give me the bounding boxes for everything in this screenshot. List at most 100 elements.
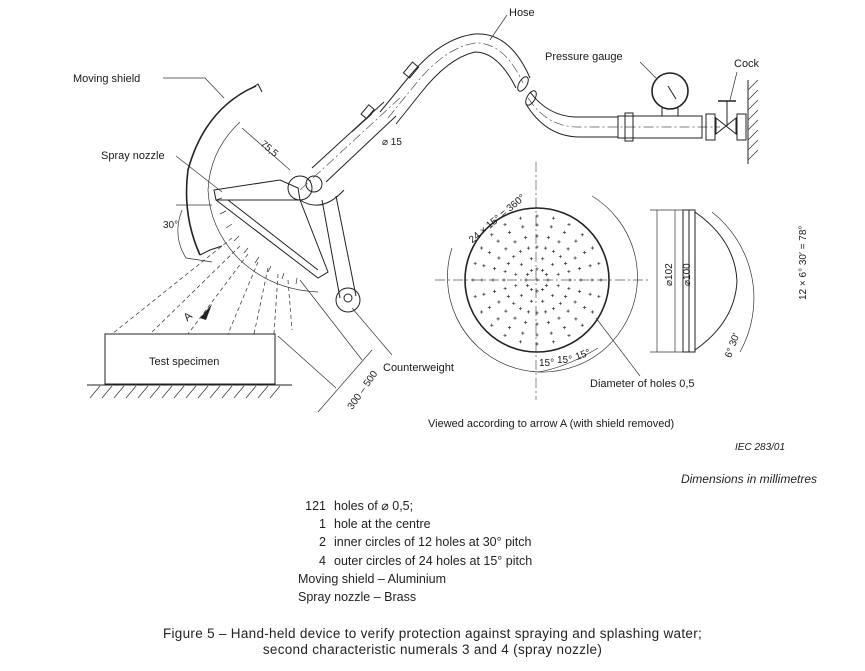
hole-mark (503, 333, 507, 338)
hole-mark (503, 222, 507, 227)
hole-mark (583, 305, 587, 310)
radius-label: 75,5 (258, 139, 280, 160)
hole-mark (562, 326, 567, 330)
hole-mark (519, 293, 524, 298)
hole-mark (573, 256, 577, 260)
hole-mark (541, 257, 545, 261)
hole-mark (503, 286, 507, 291)
hole-mark (543, 246, 548, 250)
hole-mark (529, 268, 534, 273)
arrow-a-label: A (181, 310, 195, 324)
hole-mark (514, 284, 518, 288)
cock-valve-icon (718, 100, 736, 126)
hole-mark (566, 247, 570, 251)
inner-diameter-label: ⌀100 (682, 263, 693, 286)
hole-mark (487, 305, 491, 310)
hose-diameter-label: ⌀ 15 (382, 137, 402, 148)
handle-tube (299, 95, 403, 191)
hole-mark (588, 264, 592, 268)
hole-mark (574, 317, 578, 321)
hole-mark (558, 255, 562, 259)
hole-mark (503, 269, 507, 274)
pressure-gauge-icon (651, 72, 689, 116)
hole-mark (535, 333, 539, 337)
hole-mark (492, 289, 497, 293)
pressure-gauge-label: Pressure gauge (545, 51, 623, 63)
hose-diameter-dimension (351, 113, 373, 133)
hole-mark (514, 272, 518, 276)
hole-mark (473, 294, 477, 299)
test-specimen (87, 333, 292, 399)
spray-nozzle-label: Spray nozzle (101, 150, 165, 162)
diameter-of-holes-label: Diameter of holes 0,5 (590, 378, 695, 390)
hole-mark (512, 301, 516, 305)
hole-mark (558, 301, 562, 305)
distance-label: 300 – 500 (346, 369, 381, 412)
hole-mark (518, 249, 523, 254)
hole-mark (551, 306, 556, 311)
hole-mark (479, 310, 484, 314)
wall (747, 79, 759, 164)
hole-mark (524, 278, 528, 282)
hole-mark (590, 246, 595, 250)
hole-mark (480, 278, 484, 282)
hole-mark (580, 323, 584, 327)
cock-label: Cock (734, 58, 760, 70)
nozzle-body (213, 175, 345, 279)
figure-caption: Figure 5 – Hand-held device to verify pr… (0, 626, 865, 658)
angle-label: 30° (163, 220, 178, 231)
hole-mark (546, 235, 550, 240)
nozzle-side-view (650, 209, 755, 353)
hole-mark (496, 317, 500, 321)
hole-mark (546, 278, 550, 282)
arc-total-label: 12 × 6° 30′ = 78° (798, 226, 809, 300)
hole-mark (482, 264, 486, 268)
hole-mark (556, 284, 560, 288)
hole-mark (535, 223, 539, 227)
hole-mark (540, 268, 545, 273)
counterweight-arm (321, 195, 361, 313)
hole-mark (562, 230, 567, 234)
hole-mark (535, 342, 539, 346)
hole-mark (535, 322, 539, 326)
hole-mark (563, 261, 568, 266)
spray-nozzle-technical-drawing: A 30° 75,5 ⌀ 15 Test specimen (73, 7, 809, 453)
hole-mark (567, 333, 571, 338)
hole-mark (577, 289, 582, 293)
hole-mark (502, 278, 506, 282)
distance-dimension (277, 279, 373, 413)
hole-mark (557, 240, 561, 244)
hole-mark (543, 310, 548, 314)
hole-mark (506, 294, 511, 299)
hole-mark (491, 278, 495, 282)
arrow-a-icon (200, 304, 212, 320)
hole-mark (526, 310, 531, 314)
pitch-dimension (537, 347, 599, 373)
hole-mark (529, 299, 533, 303)
hose-label: Hose (509, 7, 535, 19)
hole-mark (525, 272, 530, 277)
hole-mark (544, 283, 549, 288)
hole-mark (580, 233, 584, 237)
hole-mark (597, 261, 601, 266)
hole-mark (567, 222, 571, 227)
note-row: Moving shield – Aluminium (298, 571, 446, 586)
viewed-note: Viewed according to arrow A (with shield… (428, 418, 674, 430)
moving-shield (185, 83, 263, 256)
caption-line-2: second characteristic numerals 3 and 4 (… (262, 642, 603, 657)
hole-mark (513, 240, 517, 244)
angle-dimension (176, 204, 213, 263)
hole-mark (526, 246, 531, 250)
nozzle-arc (207, 121, 319, 293)
hole-mark (567, 286, 571, 291)
hole-mark (550, 293, 555, 298)
note-row: Spray nozzle – Brass (298, 590, 417, 605)
pitch-15-c: 15° (574, 347, 592, 363)
hole-mark (473, 261, 477, 266)
arc-step-label: 6° 30′ (723, 332, 742, 360)
hole-mark (504, 247, 508, 251)
